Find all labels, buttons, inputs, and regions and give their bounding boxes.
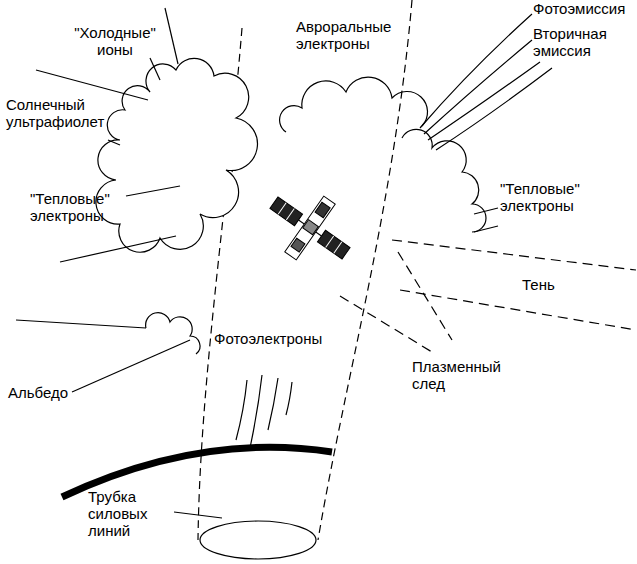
callout-label: Солнечный ультрафиолет [6,96,110,130]
callout-label: Альбедо [8,384,88,401]
callout-label: Трубка силовых линий [88,488,174,539]
leader-line [16,320,146,328]
shadow-boundary [392,240,636,270]
emission-line [424,40,532,134]
leader-line [174,512,222,518]
leader-line [72,340,190,392]
tube-cross-section [200,521,316,559]
leader-line [150,58,160,80]
emission-line [436,68,552,150]
photoelectron-track [268,378,278,430]
field-tube-edge [318,0,412,540]
leader-line [36,70,148,100]
cloud-outline [96,58,258,252]
satellite [254,175,365,281]
callout-label: Фотоэлектроны [214,330,334,347]
leader-line [60,236,176,262]
leader-line [474,226,498,232]
cloud-outline [280,77,428,132]
photoelectron-track [286,382,292,415]
leader-line [165,8,178,64]
callout-label: Плазменный след [412,358,512,392]
photoelectron-track [250,375,262,448]
callout-label: "Тепловые" электроны [500,180,600,214]
photoelectron-track [236,380,247,440]
leader-line [108,140,120,145]
leader-line [126,186,180,196]
callout-label: Вторичная эмиссия [533,25,633,59]
shadow-boundary [400,290,636,330]
callout-label: "Тепловые" электроны [30,190,126,224]
wake-boundary [398,252,452,340]
emission-line [420,14,532,128]
callout-label: Фотоэмиссия [533,0,633,17]
emission-line [428,62,540,140]
wake-boundary [340,296,432,352]
callout-label: "Холодные" ионы [70,24,160,58]
callout-label: Авроральные электроны [296,18,406,52]
callout-label: Тень [522,276,572,293]
leader-line [474,208,498,214]
